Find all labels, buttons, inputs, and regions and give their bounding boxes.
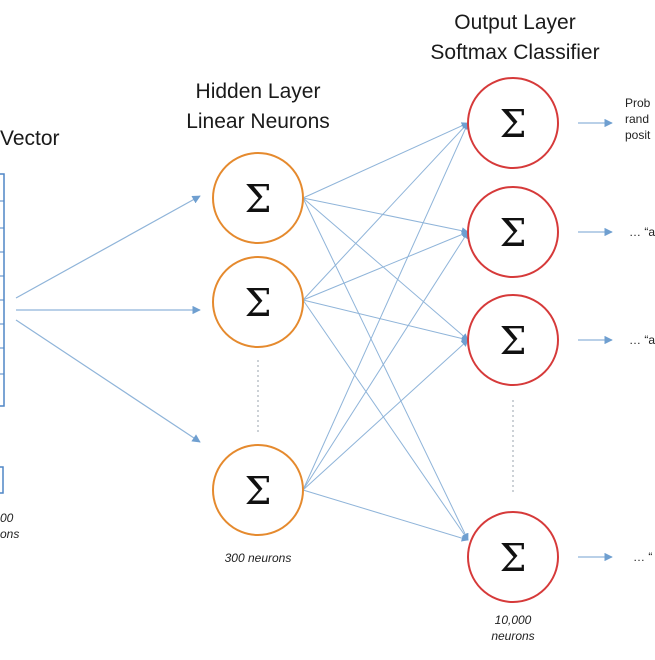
output-neuron-4-symbol: Σ [500,536,527,580]
output-layer-caption-line1: 10,000 [494,613,532,627]
output-layer-title: Output Layer Softmax Classifier [410,8,620,68]
output-neuron-2: Σ [467,186,559,278]
input-vector [0,173,5,494]
output-label-1-line2: rand [625,112,650,126]
input-vector-tail [0,466,4,494]
input-layer-title: Vector [0,124,60,154]
arrow-input-hidden-1 [15,195,201,299]
output-layer-title-line2: Softmax Classifier [430,41,600,64]
input-vector-cells [0,200,4,375]
input-to-hidden-arrows [15,195,201,443]
hidden-neuron-2-symbol: Σ [245,281,272,325]
hidden-neuron-1-symbol: Σ [245,177,272,221]
hidden-neuron-3: Σ [212,444,304,536]
output-neuron-3: Σ [467,294,559,386]
output-label-3-text: … “a [629,333,655,347]
hidden-layer-title: Hidden Layer Linear Neurons [168,77,348,137]
hidden-layer-title-line1: Hidden Layer [195,80,321,103]
input-layer-caption-line1: 00 [0,511,14,525]
output-label-4: … “ [633,549,655,565]
output-label-4-text: … “ [633,550,653,564]
output-layer-caption: 10,000 neurons [473,612,553,644]
hidden-layer-title-line2: Linear Neurons [186,110,330,133]
output-neuron-2-symbol: Σ [500,211,527,255]
arrow-input-hidden-3 [15,319,201,443]
output-neuron-1-symbol: Σ [500,102,527,146]
hidden-neuron-2: Σ [212,256,304,348]
hidden-layer-caption: 300 neurons [208,550,308,566]
output-neuron-1: Σ [467,77,559,169]
output-layer-caption-line2: neurons [491,629,535,643]
output-layer-title-line1: Output Layer [454,11,576,34]
input-layer-title-text: Vector [0,127,60,150]
output-label-1-line3: posit [625,128,651,142]
output-label-1: Prob rand posit [625,95,655,143]
output-neuron-3-symbol: Σ [500,319,527,363]
hidden-layer-caption-text: 300 neurons [224,551,292,565]
output-label-2: … “a [629,224,655,240]
input-layer-caption: 00 ons [0,510,20,542]
output-neuron-4: Σ [467,511,559,603]
output-arrows [578,118,613,562]
hidden-neuron-3-symbol: Σ [245,469,272,513]
output-label-2-text: … “a [629,225,655,239]
input-layer-caption-line2: ons [0,527,20,541]
hidden-to-output-connections [302,122,469,542]
hidden-neuron-1: Σ [212,152,304,244]
output-label-3: … “a [629,332,655,348]
output-label-1-line1: Prob [625,96,651,110]
